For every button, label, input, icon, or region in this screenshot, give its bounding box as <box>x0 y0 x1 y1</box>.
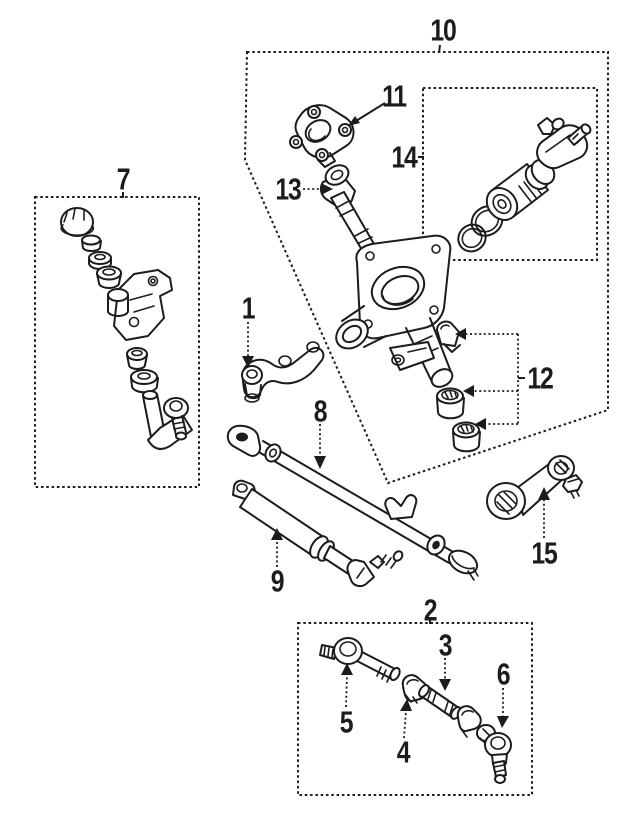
callout-7: 7 <box>116 161 131 197</box>
part-coupling-flange <box>289 104 355 168</box>
group-box-14 <box>418 87 598 261</box>
leader-arrow-6 <box>497 688 509 728</box>
callout-15: 15 <box>531 535 557 571</box>
callout-3: 3 <box>438 627 453 663</box>
group-box-2 <box>297 620 533 796</box>
leader-arrow-4 <box>400 699 412 739</box>
leader-arrow-9 <box>271 528 283 567</box>
part-pitman-arm <box>241 341 325 403</box>
part-idler-arm <box>486 455 583 520</box>
callout-6: 6 <box>496 656 511 692</box>
part-steering-gear-housing <box>335 234 461 388</box>
leader-arrow-8 <box>314 424 326 469</box>
part-idler-arm-kit <box>60 207 193 450</box>
leader-arrow-15 <box>538 487 550 538</box>
part-center-link <box>226 424 479 581</box>
callout-14: 14 <box>391 139 417 175</box>
part-mount-bushings <box>436 387 481 453</box>
part-power-piston <box>457 117 592 253</box>
callout-5: 5 <box>339 704 354 740</box>
leader-arrow-13 <box>303 183 333 195</box>
leader-arrow-3 <box>439 658 451 691</box>
part-steering-damper <box>232 479 404 588</box>
group-box-10 <box>243 44 609 485</box>
callout-8: 8 <box>313 393 328 429</box>
callout-2: 2 <box>423 592 438 628</box>
callout-13: 13 <box>275 171 301 207</box>
group-box-7 <box>34 192 200 488</box>
callout-11: 11 <box>382 78 407 114</box>
callout-4: 4 <box>396 734 411 770</box>
leader-arrow-5 <box>341 663 353 708</box>
callout-9: 9 <box>270 563 285 599</box>
leader-arrow-11 <box>348 102 386 126</box>
part-tie-rod-kit <box>319 637 512 784</box>
part-worm-shaft <box>319 164 378 257</box>
callout-10: 10 <box>430 12 456 48</box>
callout-1: 1 <box>241 290 256 326</box>
leader-arrow-1 <box>242 322 254 368</box>
leader-bracket-12 <box>455 328 525 430</box>
callout-12: 12 <box>527 360 553 396</box>
